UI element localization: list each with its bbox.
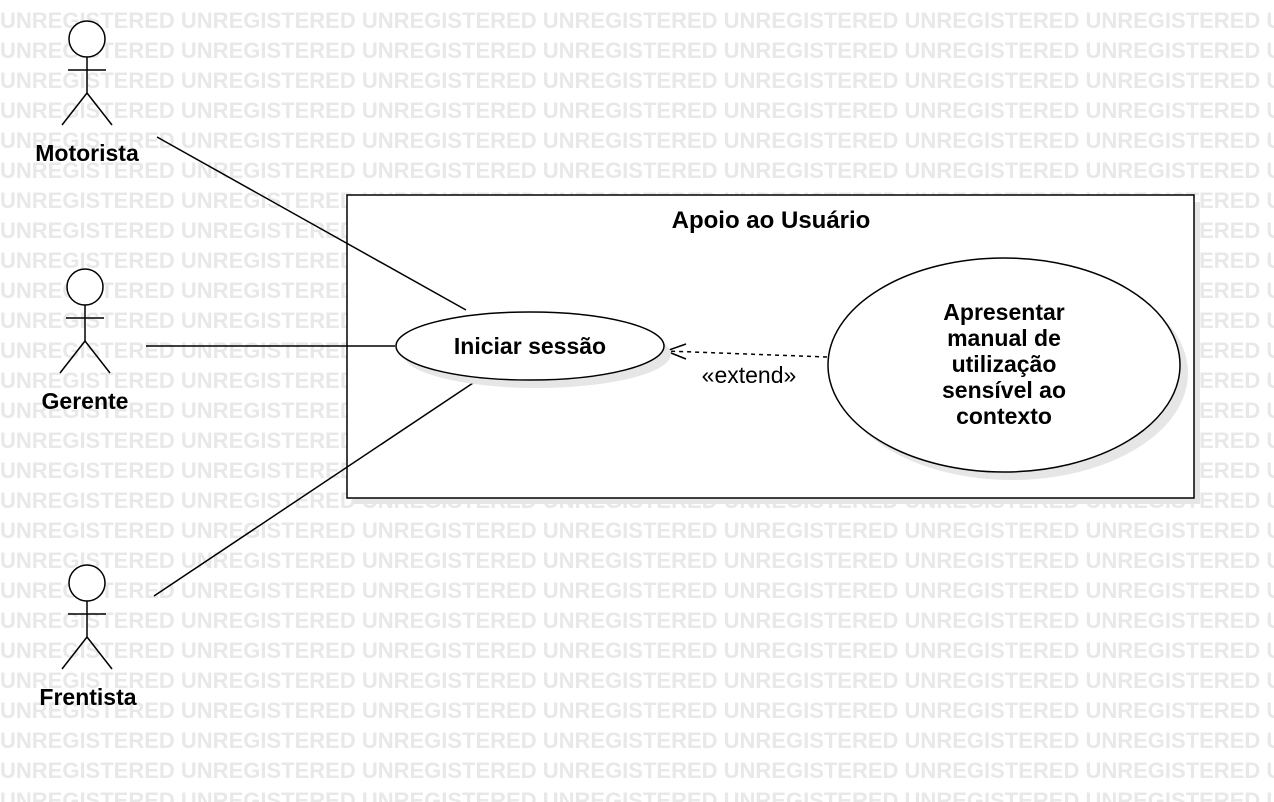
use-case-manual-label-line-4: sensível ao <box>942 377 1066 403</box>
use-case-manual-label-line-5: contexto <box>956 403 1052 429</box>
extend-dependency-line[interactable] <box>665 350 828 358</box>
extend-label: «extend» <box>702 362 797 388</box>
system-title: Apoio ao Usuário <box>672 207 871 234</box>
actor-frentista[interactable] <box>61 564 113 670</box>
actor-frentista-right-leg <box>86 636 113 670</box>
actor-frentista-label: Frentista <box>39 684 136 710</box>
association-motorista-iniciar[interactable] <box>156 136 467 311</box>
use-case-iniciar-label: Iniciar sessão <box>454 333 606 359</box>
actor-motorista-head <box>68 20 106 58</box>
actor-gerente-head <box>66 268 104 306</box>
actor-motorista-label: Motorista <box>35 140 139 166</box>
actor-motorista-right-leg <box>86 92 113 126</box>
actor-motorista-left-leg <box>61 92 88 126</box>
actor-gerente-left-leg <box>59 340 86 374</box>
actor-frentista-left-leg <box>61 636 88 670</box>
actor-motorista[interactable] <box>61 20 113 126</box>
actor-gerente[interactable] <box>59 268 111 374</box>
use-case-manual-label-line-1: Apresentar <box>943 299 1064 325</box>
actor-frentista-head <box>68 564 106 602</box>
use-case-manual-label-line-2: manual de <box>947 325 1061 351</box>
use-case-iniciar-sessao[interactable] <box>395 311 665 381</box>
association-frentista-iniciar[interactable] <box>153 380 477 597</box>
actor-gerente-right-leg <box>84 340 111 374</box>
use-case-apresentar-manual[interactable] <box>827 257 1181 473</box>
use-case-manual-label-line-3: utilização <box>952 351 1057 377</box>
actor-gerente-label: Gerente <box>42 388 129 414</box>
